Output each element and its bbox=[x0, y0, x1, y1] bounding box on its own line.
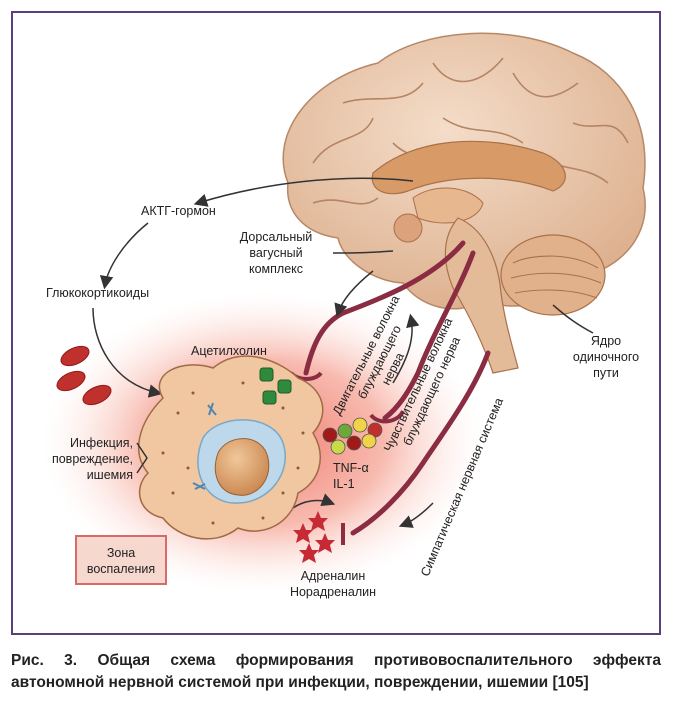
acetylcholine-molecules bbox=[259, 367, 292, 405]
adrenaline-molecules bbox=[293, 511, 335, 563]
sensory-terminal bbox=[369, 409, 405, 424]
cytokine-molecules bbox=[322, 417, 383, 455]
acth-label: АКТГ-гормон bbox=[141, 204, 216, 218]
cytokines-label: TNF-α IL-1 bbox=[333, 461, 369, 491]
figure-frame: АКТГ-гормон Глюкокортикоиды Дорсальный в… bbox=[11, 11, 661, 635]
acetylcholine-label: Ацетилхолин bbox=[191, 344, 267, 358]
figure-caption: Рис. 3. Общая схема формирования противо… bbox=[11, 652, 661, 691]
inflammation-zone-box: Зона воспаления bbox=[75, 535, 167, 585]
glucocorticoids-label: Глюкокортикоиды bbox=[46, 286, 150, 300]
diagram-artwork bbox=[43, 32, 646, 593]
vagus-nerves bbox=[303, 240, 491, 536]
adrenaline-label: Адреналин Норадреналин bbox=[289, 569, 377, 599]
injury-bracket bbox=[136, 442, 148, 474]
nucleus-solitary-tract-label: Ядро одиночного пути bbox=[572, 334, 640, 380]
injury-label: Инфекция, повреждение, ишемия bbox=[51, 436, 133, 482]
immune-cell bbox=[137, 355, 324, 540]
dorsal-vagal-complex-label: Дорсальный вагусный комплекс bbox=[239, 230, 313, 276]
pathway-arrows bbox=[92, 177, 594, 528]
red-blood-cells bbox=[56, 345, 112, 406]
brain-illustration bbox=[282, 32, 646, 374]
